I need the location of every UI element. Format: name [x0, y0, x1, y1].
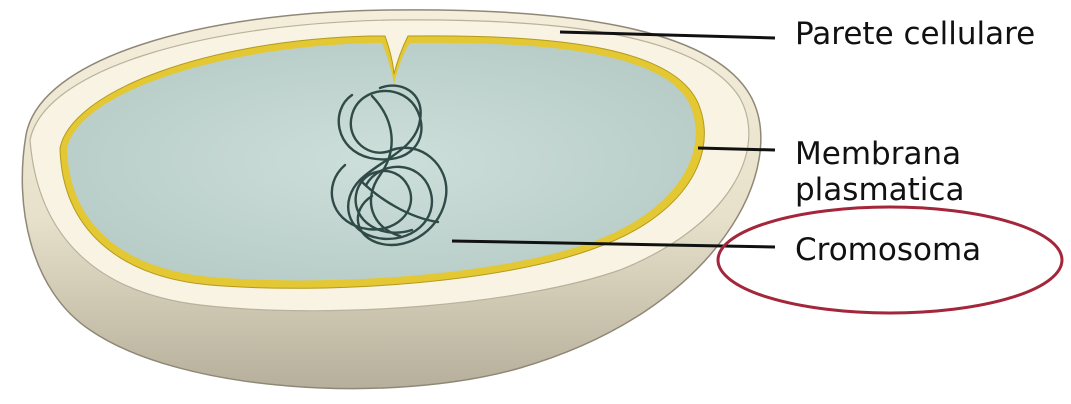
- plasma-membrane-label-line2: plasmatica: [795, 172, 964, 208]
- plasma-membrane-label-line1: Membrana: [795, 136, 964, 172]
- cell-wall-label: Parete cellulare: [795, 16, 1035, 52]
- chromosome-label: Cromosoma: [795, 232, 981, 268]
- plasma-membrane-leader: [698, 148, 775, 150]
- plasma-membrane-label: Membrana plasmatica: [795, 136, 964, 208]
